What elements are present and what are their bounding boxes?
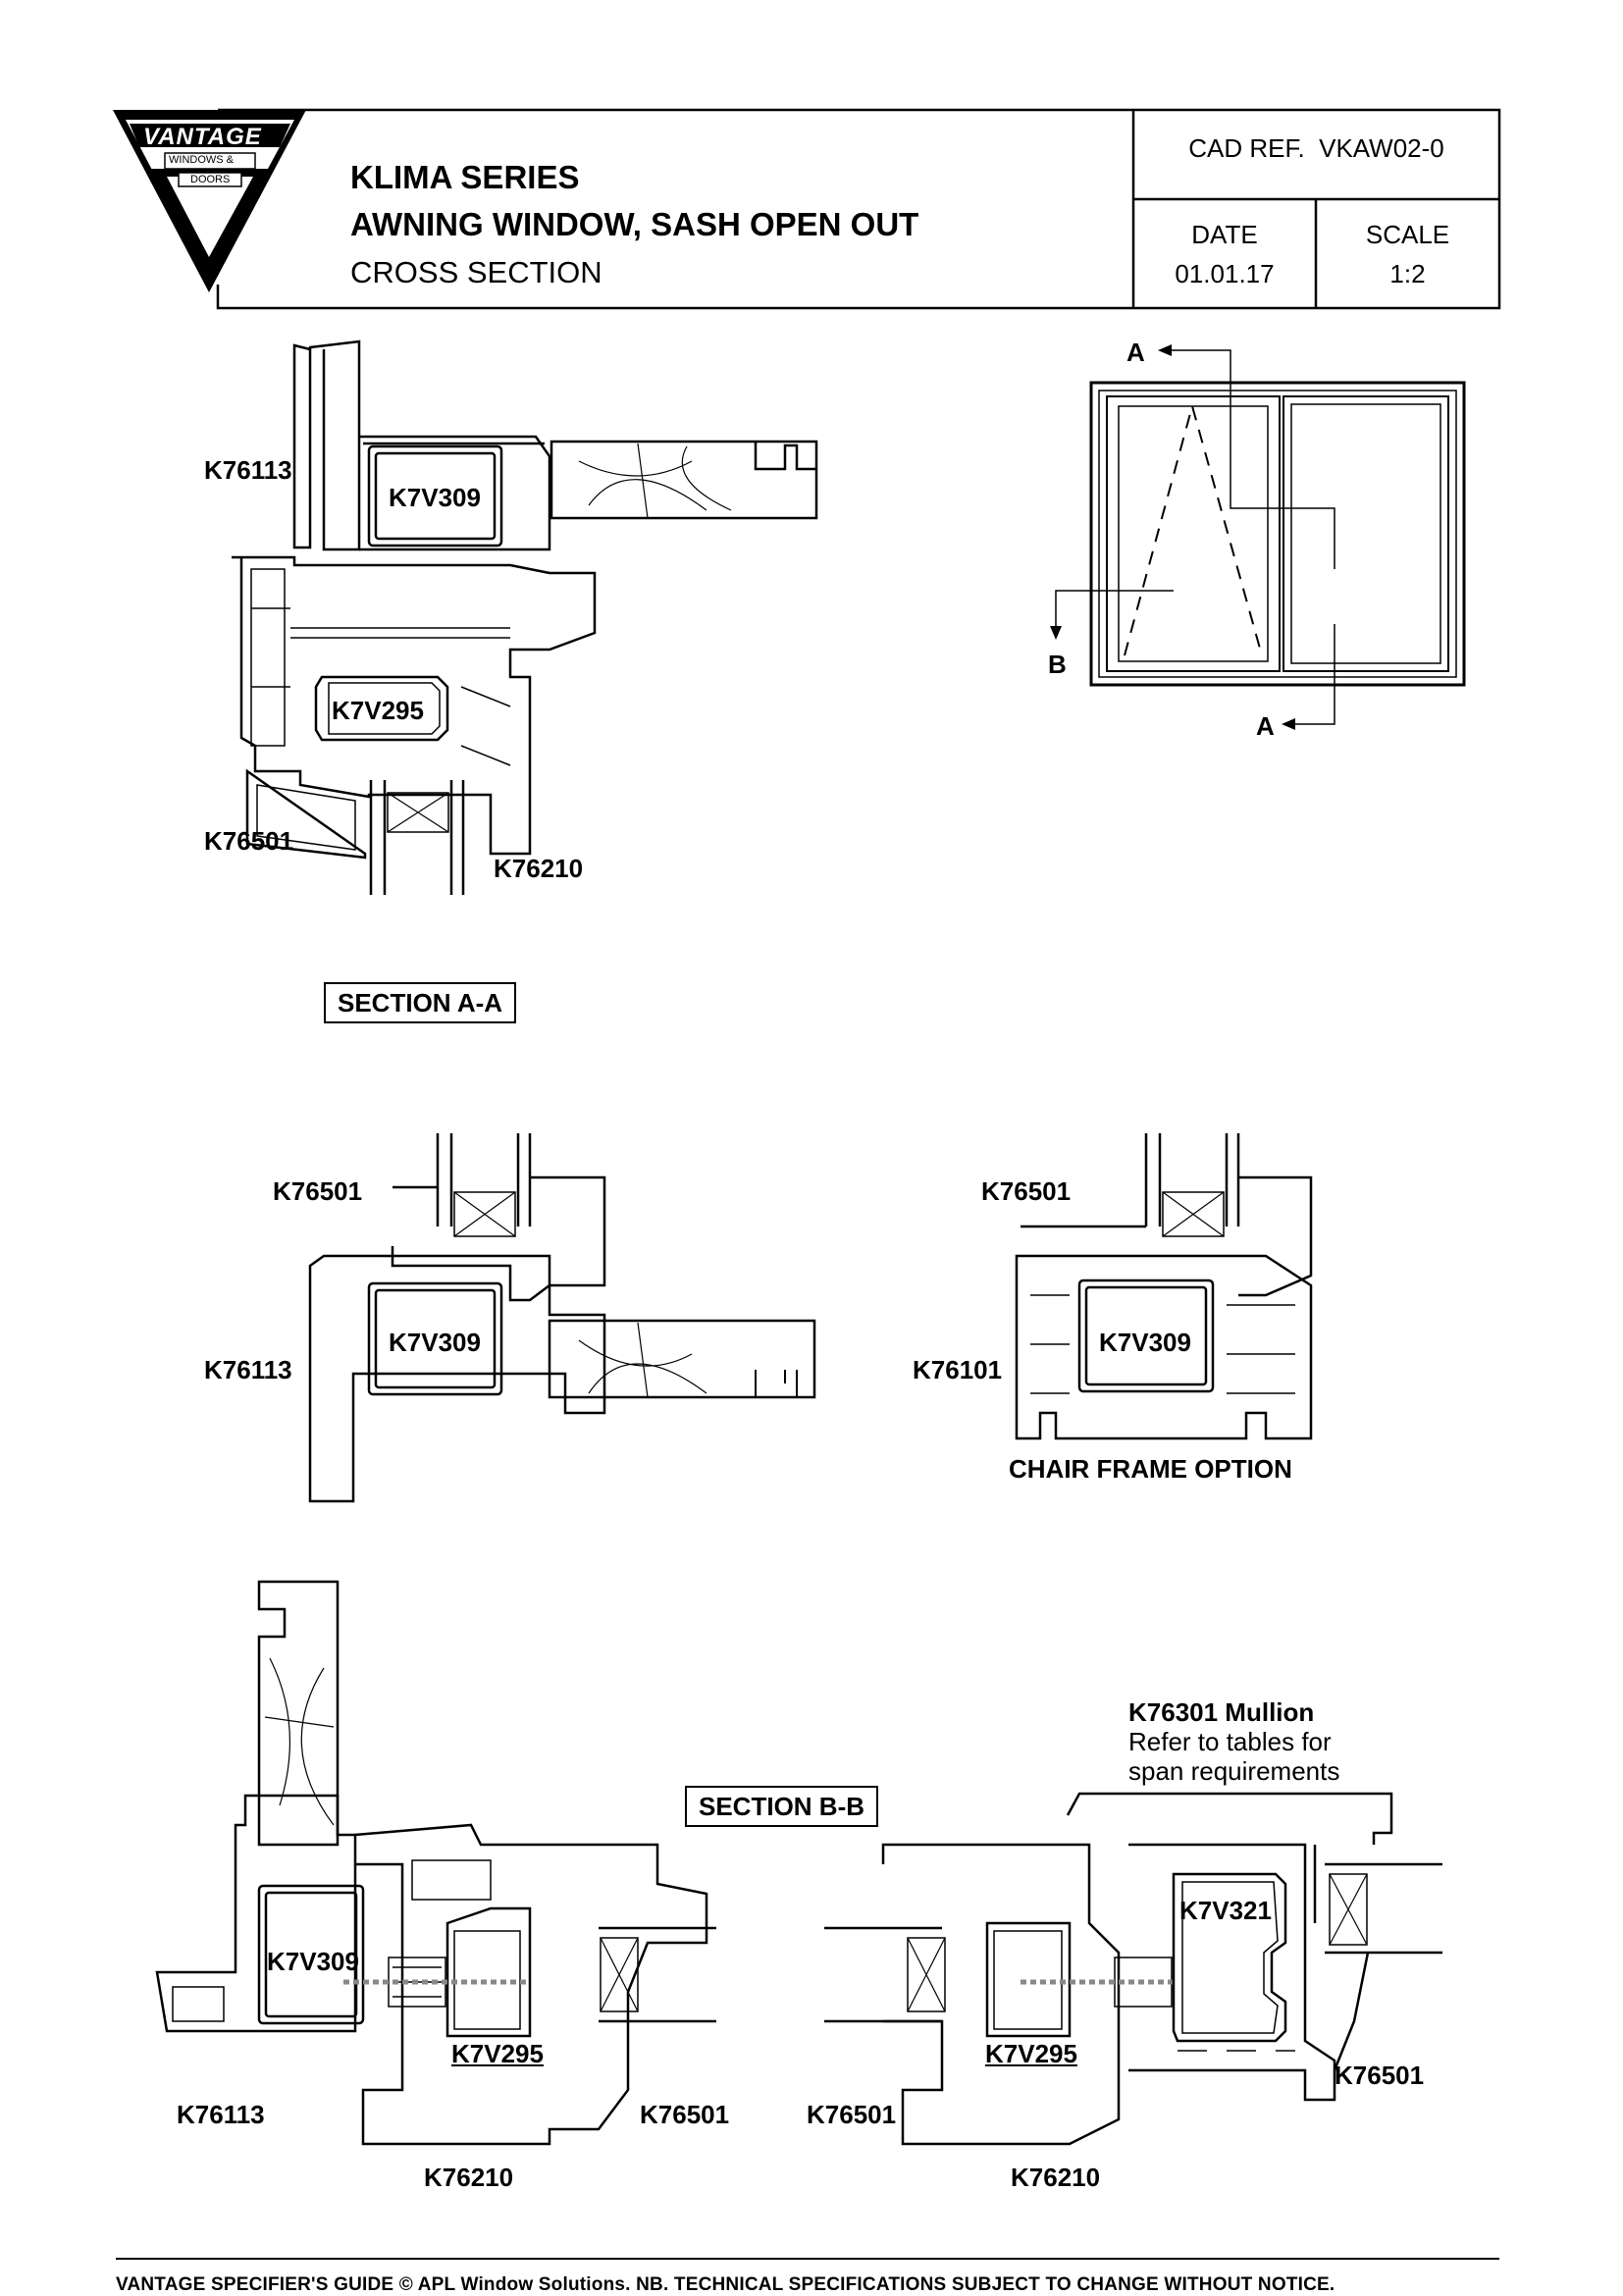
date-label: DATE: [1191, 220, 1258, 249]
label-sash-k76501-b-right-left: K76501: [807, 2100, 897, 2129]
title-window: AWNING WINDOW, SASH OPEN OUT: [350, 206, 919, 242]
label-sash-k76501-br: K76501: [981, 1176, 1072, 1206]
label-bead-k76210-b-left: K76210: [424, 2163, 514, 2192]
cad-ref: CAD REF. VKAW02-0: [1188, 133, 1444, 163]
title-series: KLIMA SERIES: [350, 159, 580, 195]
title-view: CROSS SECTION: [350, 255, 602, 289]
label-k7v321: K7V321: [1179, 1896, 1272, 1925]
section-bb-right-profile: [824, 1792, 1442, 2146]
vantage-logo: [113, 110, 306, 292]
date-value: 01.01.17: [1175, 259, 1275, 288]
scale-label: SCALE: [1365, 220, 1450, 249]
section-aa-chair-frame-profile: [1015, 1133, 1313, 1440]
section-aa-top-profile: [232, 339, 818, 895]
label-k7v309-a: K7V309: [389, 483, 481, 512]
elevation-a-bottom: A: [1256, 711, 1275, 741]
section-bb-title: SECTION B-B: [685, 1786, 878, 1827]
label-sash-k76501-b-left: K76501: [640, 2100, 730, 2129]
label-bead-k76210-b-right: K76210: [1011, 2163, 1101, 2192]
label-k7v295-a: K7V295: [332, 696, 424, 725]
label-k7v295-b-right: K7V295: [985, 2039, 1077, 2068]
section-bb-left-profile: [155, 1580, 716, 2146]
label-k7v309-bl: K7V309: [389, 1328, 481, 1357]
label-k7v295-b-left: K7V295: [451, 2039, 544, 2068]
logo-line1: WINDOWS &: [169, 154, 234, 166]
mullion-note-line1: Refer to tables for: [1128, 1727, 1332, 1756]
label-k7v309-br: K7V309: [1099, 1328, 1191, 1357]
label-frame-k76113-bl: K76113: [204, 1355, 292, 1384]
window-elevation: [1050, 344, 1466, 730]
label-k7v309-b: K7V309: [267, 1947, 359, 1976]
elevation-a-top: A: [1126, 338, 1145, 367]
label-sash-k76501-b-right-right: K76501: [1335, 2061, 1425, 2090]
footer-disclaimer: VANTAGE SPECIFIER'S GUIDE © APL Window S…: [116, 2274, 1335, 2295]
label-mullion-k76301: K76301 Mullion: [1128, 1697, 1315, 1727]
logo-brand: VANTAGE: [143, 124, 262, 150]
label-sash-k76501-bl: K76501: [273, 1176, 363, 1206]
mullion-note-line2: span requirements: [1128, 1756, 1340, 1786]
section-aa-bottom-left-profile: [308, 1133, 816, 1503]
elevation-b: B: [1048, 650, 1067, 679]
label-sash-k76501-a: K76501: [204, 826, 294, 856]
label-bead-k76210-a: K76210: [494, 854, 584, 883]
scale-value: 1:2: [1389, 259, 1426, 288]
label-frame-k76101-br: K76101: [913, 1355, 1003, 1384]
section-aa-title: SECTION A-A: [324, 982, 517, 1023]
chair-frame-caption: CHAIR FRAME OPTION: [1009, 1454, 1292, 1484]
label-frame-k76113-b: K76113: [177, 2100, 265, 2129]
title-block-frame: [216, 108, 1501, 310]
label-frame-k76113-a: K76113: [204, 455, 292, 485]
logo-line2: DOORS: [190, 174, 231, 185]
